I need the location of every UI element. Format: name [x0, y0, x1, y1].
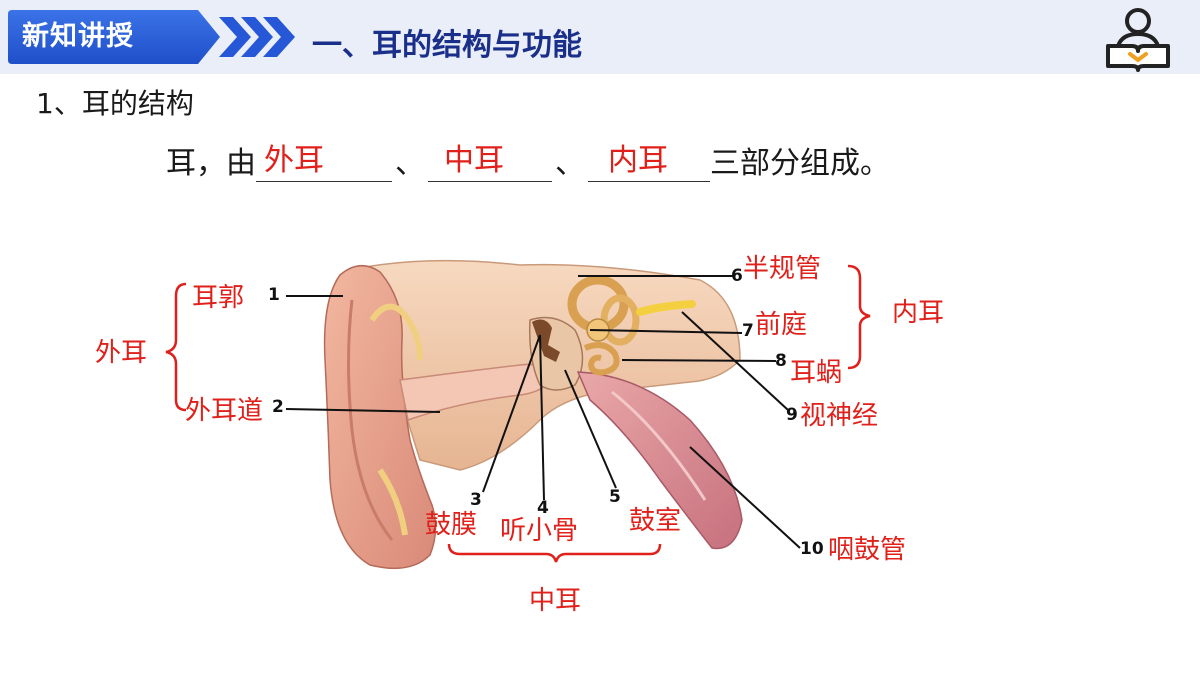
part-number-2: 2: [272, 397, 284, 417]
part-number-9: 9: [786, 405, 798, 425]
part-number-3: 3: [470, 490, 482, 510]
answer-outer-ear: 外耳: [264, 143, 324, 178]
part-label-ossicles: 听小骨: [500, 516, 579, 546]
part-number-4: 4: [537, 498, 549, 518]
part-number-6: 6: [731, 266, 743, 286]
bracket-middle-ear: [447, 543, 662, 563]
part-number-1: 1: [268, 285, 280, 305]
auricle: [323, 265, 437, 570]
part-label-eardrum: 鼓膜: [425, 510, 478, 540]
part-label-auditory-nerve: 视神经: [800, 401, 879, 431]
ossicles: [532, 319, 560, 362]
bracket-inner-ear: [847, 264, 871, 370]
part-number-5: 5: [609, 487, 621, 507]
section-badge: [8, 10, 220, 64]
answer-blank-2: 中耳: [428, 141, 552, 182]
part-label-cochlea: 耳蜗: [790, 358, 843, 388]
bracket-outer-ear: [165, 282, 187, 412]
part-label-ear-canal: 外耳道: [185, 396, 264, 426]
part-label-tympanic-cavity: 鼓室: [629, 506, 682, 536]
group-label-outer: 外耳: [95, 338, 148, 368]
fill-in-sentence: 耳，由外耳、中耳、内耳三部分组成。: [166, 138, 890, 182]
separator-1: 、: [395, 146, 425, 181]
eustachian-tube: [576, 371, 743, 550]
chevron-right-icon: [219, 17, 295, 57]
separator-2: 、: [555, 146, 585, 181]
part-label-vestibule: 前庭: [755, 310, 808, 340]
answer-middle-ear: 中耳: [444, 143, 504, 178]
answer-inner-ear: 内耳: [608, 143, 668, 178]
cochlea: [583, 342, 620, 376]
section-title: 一、耳的结构与功能: [312, 28, 582, 63]
part-label-semicircular-canals: 半规管: [743, 254, 822, 284]
sentence-suffix: 三部分组成。: [710, 146, 890, 181]
sentence-prefix: 耳，由: [166, 146, 256, 181]
group-label-middle: 中耳: [529, 586, 582, 616]
sub-heading: 1、耳的结构: [36, 87, 194, 120]
part-number-7: 7: [742, 321, 754, 341]
reader-book-icon: [1106, 8, 1170, 72]
part-number-10: 10: [800, 539, 824, 559]
part-number-8: 8: [775, 351, 787, 371]
part-label-auricle: 耳郭: [192, 283, 245, 313]
part-label-eustachian-tube: 咽鼓管: [828, 535, 907, 565]
group-label-inner: 内耳: [892, 298, 945, 328]
auditory-nerve: [636, 300, 696, 316]
answer-blank-3: 内耳: [588, 141, 710, 182]
badge-label: 新知讲授: [22, 21, 134, 52]
answer-blank-1: 外耳: [256, 141, 392, 182]
